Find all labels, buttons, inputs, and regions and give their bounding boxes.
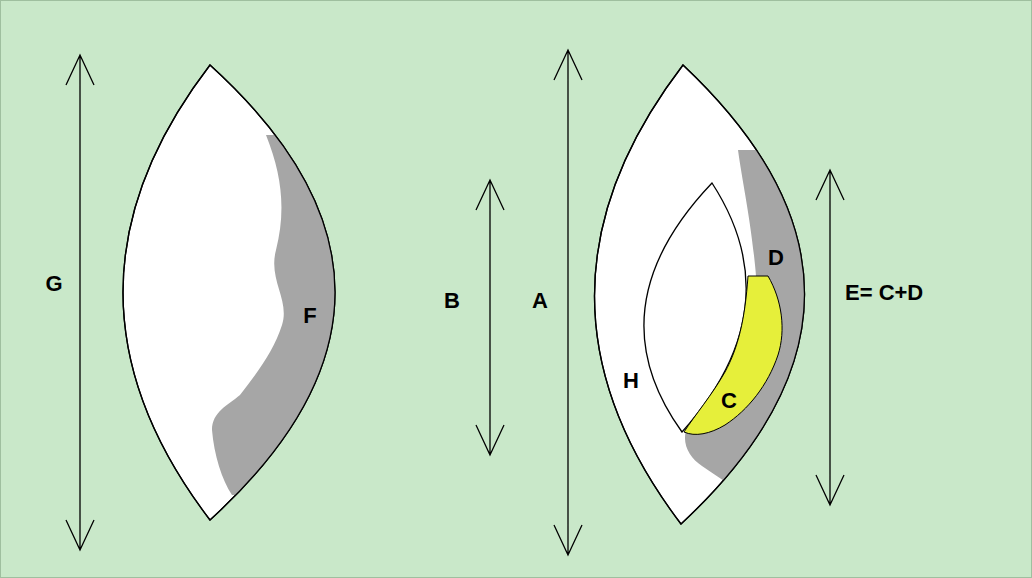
inner-lens xyxy=(644,183,746,432)
outer-lens-outline xyxy=(594,65,804,524)
part-label: H xyxy=(623,370,639,392)
part-label: G xyxy=(45,273,62,295)
dimension-arrow xyxy=(816,170,844,505)
outer-lens-outline xyxy=(123,65,335,520)
dimension-arrow xyxy=(476,180,504,455)
yellow-region xyxy=(684,276,782,434)
part-label: F xyxy=(303,305,316,327)
dimension-arrow xyxy=(554,50,582,555)
part-label: D xyxy=(768,247,784,269)
dimension-arrow xyxy=(66,55,94,550)
grey-region xyxy=(212,135,420,495)
part-label: E= C+D xyxy=(845,282,923,304)
part-label: B xyxy=(444,290,460,312)
part-label: C xyxy=(721,390,737,412)
part-label: A xyxy=(532,290,548,312)
